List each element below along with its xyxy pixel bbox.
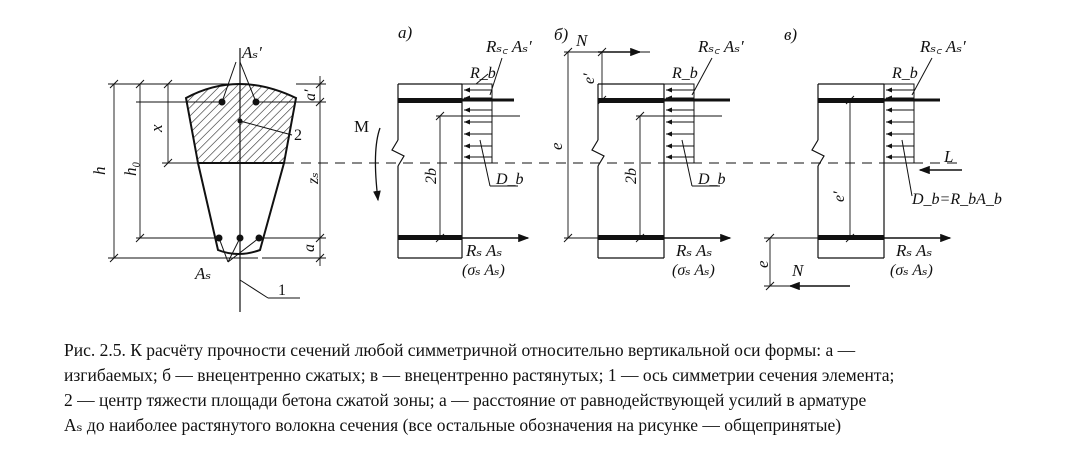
compressed-zone: [184, 83, 298, 164]
figure-diagram: Aₛ′ Aₛ h h₀ x zₛ a′ a 1 2 а): [90, 23, 1002, 312]
figure-caption: Рис. 2.5. К расчёту прочности сечений лю…: [64, 338, 1044, 438]
label-h: h: [90, 167, 109, 176]
label-2: 2: [294, 127, 302, 144]
label-Rb-v: R_b: [891, 65, 918, 82]
label-2b-a: 2b: [423, 168, 440, 184]
cross-section: Aₛ′ Aₛ h h₀ x zₛ a′ a 1 2: [90, 43, 326, 312]
label-Db-b: D_b: [697, 171, 726, 188]
label-Rsc-v: Rₛ꜀ Aₛ′: [919, 37, 966, 56]
rebar-bottom-a: [398, 235, 462, 240]
label-As-top: Aₛ′: [241, 43, 262, 62]
rebar-top-a: [398, 98, 462, 103]
label-sigma-a: (σₛ Aₛ): [462, 262, 505, 279]
label-e-b: e: [547, 142, 566, 150]
label-Rs-a: Rₛ Aₛ: [465, 241, 502, 260]
label-a: a: [301, 244, 318, 252]
panel-v-tension: в) L e′ e N: [753, 25, 1002, 291]
caption-line-2: изгибаемых; б — внецентренно сжатых; в —…: [64, 365, 895, 385]
caption-line-1: Рис. 2.5. К расчёту прочности сечений лю…: [64, 340, 856, 360]
label-Rb-b: R_b: [671, 65, 698, 82]
label-Rsc-a: Rₛ꜀ Aₛ′: [485, 37, 532, 56]
rebar-top-v: [818, 98, 884, 103]
panel-a-label: а): [398, 23, 413, 42]
label-x: x: [147, 124, 166, 133]
panel-b-label: б): [554, 25, 569, 44]
label-Db-a: D_b: [495, 171, 524, 188]
label-e-v: e: [753, 260, 772, 268]
label-N-b: N: [575, 31, 589, 50]
label-sigma-v: (σₛ Aₛ): [890, 262, 933, 279]
label-Rs-v: Rₛ Aₛ: [895, 241, 932, 260]
label-Db-v: D_b=R_bA_b: [911, 191, 1002, 208]
panel-a-bending: а) 2b M R: [354, 23, 532, 279]
caption-line-3: 2 — центр тяжести площади бетона сжатой …: [64, 390, 867, 410]
label-M: M: [354, 117, 369, 136]
label-a-prime: a′: [302, 89, 319, 101]
label-eprime-v: e′: [831, 191, 848, 202]
panel-v-label: в): [784, 25, 797, 44]
label-h0: h₀: [121, 162, 140, 177]
label-sigma-b: (σₛ Aₛ): [672, 262, 715, 279]
label-2b-b: 2b: [623, 168, 640, 184]
label-Rb-a: R_b: [469, 65, 496, 82]
label-L: L: [943, 147, 953, 166]
label-As-bottom: Aₛ: [194, 264, 211, 283]
moment-arrow: [373, 127, 381, 202]
rebar-bottom-b: [598, 235, 664, 240]
label-zs: zₛ: [305, 172, 322, 185]
caption-line-4: Aₛ до наиболее растянутого волокна сечен…: [64, 415, 842, 435]
label-eprime-b: e′: [581, 73, 598, 84]
panel-b-compression: б) N e e′: [547, 25, 744, 279]
label-1: 1: [278, 282, 286, 299]
label-Rs-b: Rₛ Aₛ: [675, 241, 712, 260]
label-Rsc-b: Rₛ꜀ Aₛ′: [697, 37, 744, 56]
label-N-v: N: [791, 261, 805, 280]
rebar-top-b: [598, 98, 664, 103]
